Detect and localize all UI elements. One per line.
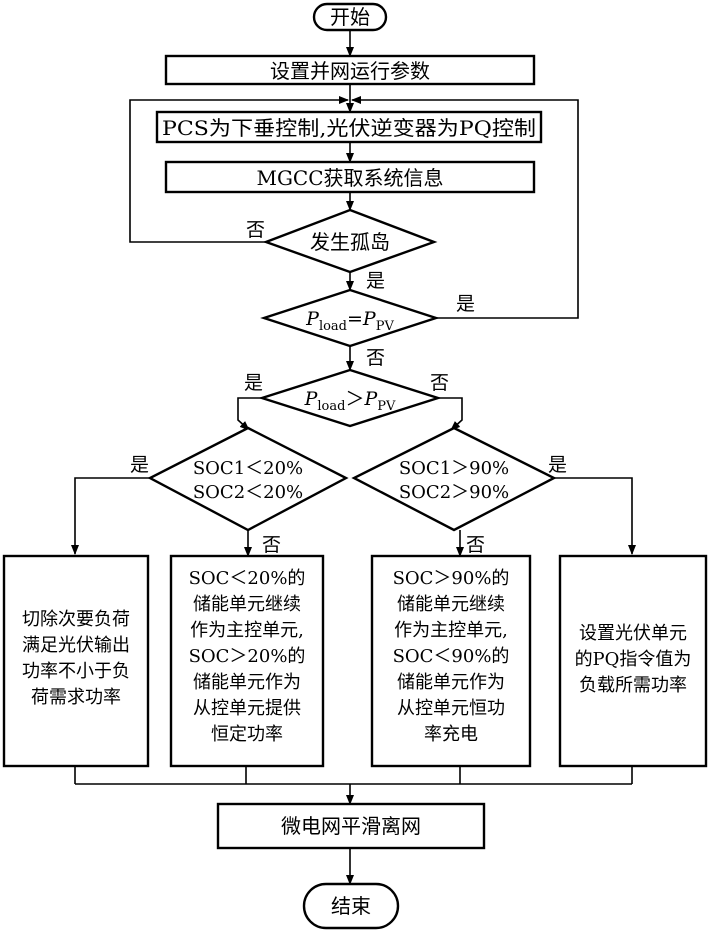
step-mgcc-info-box <box>164 160 536 194</box>
action-low-soc-line-3: 作为主控单元, <box>190 620 304 641</box>
action-set-pq: 设置光伏单元 的PQ指令值为 负载所需功率 <box>558 554 708 768</box>
label-sochigh-no: 否 <box>466 534 485 556</box>
action-set-pq-line-1: 设置光伏单元 <box>579 623 687 644</box>
action-shed-load-line-1: 切除次要负荷 <box>22 609 130 630</box>
start-label: 开始 <box>330 5 370 29</box>
action-high-soc-line-2: 储能单元继续 <box>397 594 505 615</box>
start-terminal: 开始 <box>312 2 388 32</box>
action-set-pq-line-2: 的PQ指令值为 <box>575 649 692 670</box>
decision-soc-low-line-1: SOC1＜20% <box>193 458 303 479</box>
decision-pload-gt: Pload＞PPV <box>258 368 442 428</box>
decision-islanding-shape <box>262 208 438 274</box>
start-shape <box>312 2 388 32</box>
action-low-soc-master-box <box>169 554 325 768</box>
action-shed-load-box <box>2 554 150 768</box>
action-high-soc-line-1: SOC＞90%的 <box>393 568 510 589</box>
decision-pload-eq-label: Pload=PPV <box>305 308 394 334</box>
loop-islanding-no <box>129 96 349 243</box>
action-low-soc-line-5: 储能单元作为 <box>193 672 301 693</box>
action-set-pq-line-3: 负载所需功率 <box>579 675 687 696</box>
action-shed-load-line-3: 功率不小于负 <box>22 661 130 682</box>
branch-labels: 否 是 是 否 是 否 是 否 是 否 <box>130 219 567 556</box>
action-shed-load-line-2: 满足光伏输出 <box>22 635 130 656</box>
action-high-soc-line-4: SOC＜90%的 <box>393 646 510 667</box>
action-low-soc-line-4: SOC＞20%的 <box>189 646 306 667</box>
step-smooth-offgrid-box <box>216 802 486 850</box>
decision-soc-high-line-1: SOC1＞90% <box>399 458 509 479</box>
decision-islanding-label: 发生孤岛 <box>310 230 390 254</box>
decision-islanding: 发生孤岛 <box>262 208 438 274</box>
decision-soc-low: SOC1＜20% SOC2＜20% <box>147 426 349 532</box>
step-set-params-box <box>164 54 536 86</box>
decision-pload-eq-shape <box>260 288 440 348</box>
action-shed-load: 切除次要负荷 满足光伏输出 功率不小于负 荷需求功率 <box>2 554 150 768</box>
label-soclow-yes: 是 <box>130 454 149 476</box>
action-high-soc-line-6: 从控单元恒功 <box>397 698 505 719</box>
end-shape <box>302 882 400 930</box>
action-high-soc-line-5: 储能单元作为 <box>397 672 505 693</box>
step-mgcc-info: MGCC获取系统信息 <box>164 160 536 194</box>
action-low-soc-line-2: 储能单元继续 <box>193 594 301 615</box>
label-sochigh-yes: 是 <box>548 454 567 476</box>
step-smooth-offgrid: 微电网平滑离网 <box>216 802 486 850</box>
action-low-soc-master: SOC＜20%的 储能单元继续 作为主控单元, SOC＞20%的 储能单元作为 … <box>169 554 325 768</box>
action-low-soc-line-1: SOC＜20%的 <box>189 568 306 589</box>
step-set-params: 设置并网运行参数 <box>164 54 536 86</box>
step-mgcc-info-label: MGCC获取系统信息 <box>256 166 443 190</box>
label-equal-no: 否 <box>366 347 385 369</box>
step-pcs-control: PCS为下垂控制,光伏逆变器为PQ控制 <box>155 110 543 144</box>
label-islanding-no: 否 <box>246 219 265 241</box>
step-set-params-label: 设置并网运行参数 <box>270 59 430 83</box>
step-smooth-offgrid-label: 微电网平滑离网 <box>281 814 421 838</box>
label-gt-no: 否 <box>430 372 449 394</box>
action-high-soc-master: SOC＞90%的 储能单元继续 作为主控单元, SOC＜90%的 储能单元作为 … <box>370 554 532 768</box>
label-islanding-yes: 是 <box>366 270 385 292</box>
connectors <box>71 30 636 885</box>
action-shed-load-line-4: 荷需求功率 <box>31 687 121 708</box>
decision-soc-low-line-2: SOC2＜20% <box>193 482 303 503</box>
decision-pload-gt-shape <box>258 368 442 428</box>
decision-soc-low-shape <box>147 426 349 532</box>
arrow-sochigh-yes <box>554 477 636 555</box>
label-soclow-no: 否 <box>262 534 281 556</box>
step-pcs-control-box <box>155 110 543 144</box>
arrow-soclow-yes <box>71 477 150 555</box>
decision-soc-high: SOC1＞90% SOC2＞90% <box>351 426 557 532</box>
action-high-soc-master-box <box>370 554 532 768</box>
decision-pload-gt-label: Pload＞PPV <box>304 388 396 414</box>
action-high-soc-line-3: 作为主控单元, <box>394 620 508 641</box>
label-equal-yes: 是 <box>456 293 475 315</box>
action-set-pq-box <box>558 554 708 768</box>
loop-equal-yes <box>351 96 579 319</box>
arrow-gt-no <box>438 397 463 431</box>
decision-soc-high-shape <box>351 426 557 532</box>
decision-pload-eq: Pload=PPV <box>260 288 440 348</box>
step-pcs-control-label: PCS为下垂控制,光伏逆变器为PQ控制 <box>162 116 536 140</box>
end-label: 结束 <box>331 894 371 918</box>
decision-soc-high-line-2: SOC2＞90% <box>399 482 509 503</box>
arrow-gt-yes <box>237 397 262 431</box>
action-low-soc-line-6: 从控单元提供 <box>193 698 301 719</box>
action-low-soc-line-7: 恒定功率 <box>211 724 283 745</box>
action-high-soc-line-7: 率充电 <box>424 724 478 745</box>
end-terminal: 结束 <box>302 882 400 930</box>
label-gt-yes: 是 <box>244 372 263 394</box>
